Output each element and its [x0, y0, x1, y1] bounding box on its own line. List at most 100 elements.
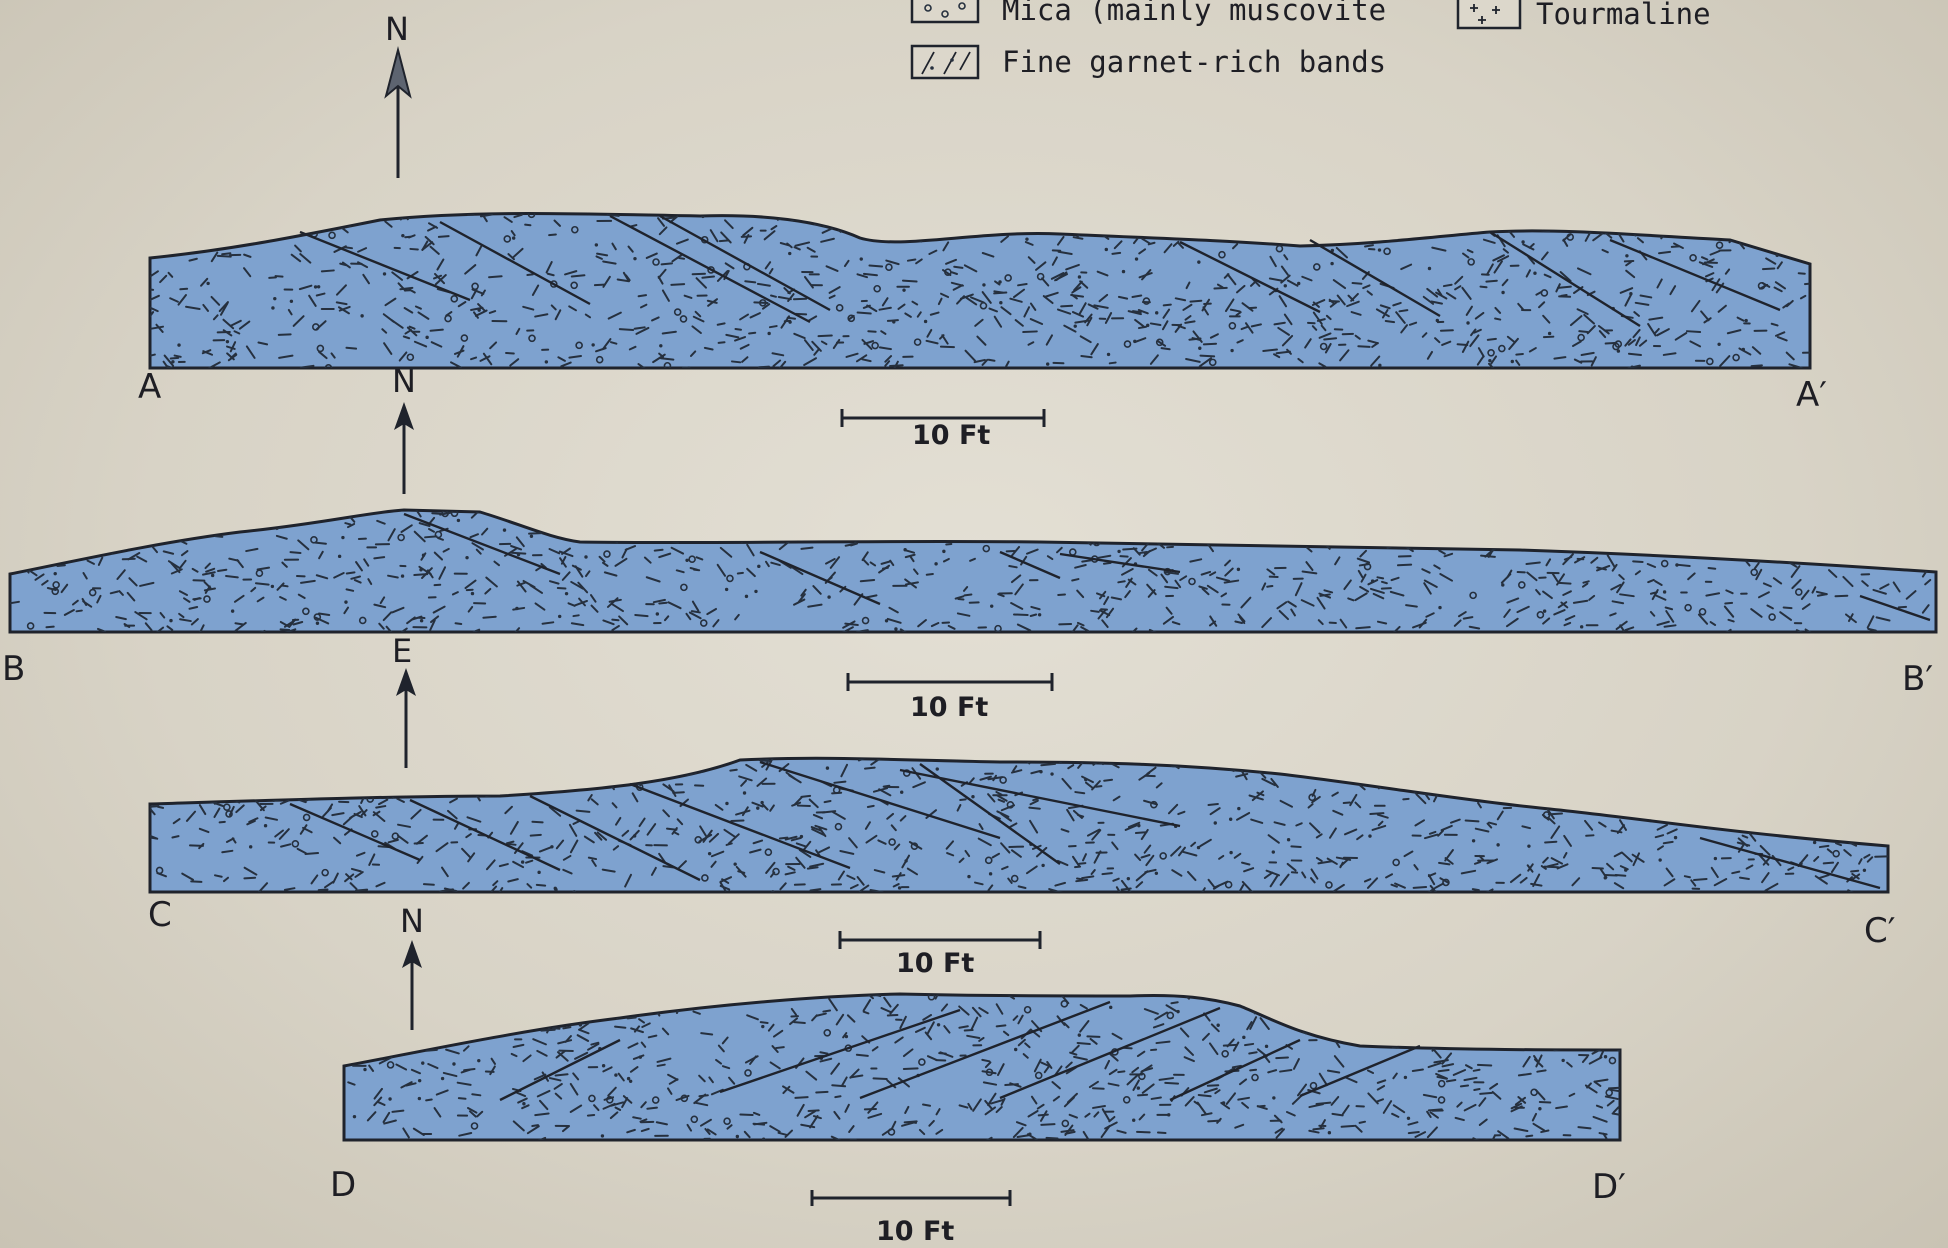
schist-texture-mark [549, 234, 556, 235]
schist-texture-mark [254, 780, 259, 785]
schist-texture-mark [508, 844, 516, 845]
schist-texture-mark [615, 755, 623, 762]
garnet-dot-mark [845, 1035, 848, 1038]
garnet-dot-mark [685, 559, 688, 562]
schist-texture-mark [1047, 1138, 1058, 1139]
schist-texture-mark [1211, 537, 1222, 539]
garnet-dot-mark [1472, 839, 1475, 842]
schist-texture-mark [46, 627, 53, 628]
schist-texture-mark [286, 218, 295, 222]
mica-ring-mark [1371, 510, 1377, 516]
schist-texture-mark [345, 247, 352, 248]
schist-texture-mark [1803, 835, 1813, 837]
garnet-dot-mark [942, 550, 945, 553]
schist-texture-mark [1613, 1113, 1619, 1114]
garnet-dot-mark [418, 1079, 421, 1082]
schist-texture-mark [1269, 213, 1280, 220]
garnet-dot-mark [1580, 625, 1583, 628]
garnet-dot-mark [1495, 213, 1498, 216]
garnet-dot-mark [989, 872, 992, 875]
schist-texture-mark [389, 997, 397, 1003]
schist-texture-mark [1721, 780, 1732, 787]
schist-texture-mark [456, 781, 463, 783]
schist-texture-mark [1372, 1037, 1380, 1038]
schist-texture-mark [998, 223, 1007, 224]
schist-texture-mark [1242, 531, 1252, 537]
schist-texture-mark [1914, 512, 1919, 519]
schist-texture-mark [512, 553, 526, 554]
schist-texture-mark [1040, 214, 1049, 222]
schist-texture-mark [1162, 348, 1170, 349]
schist-texture-mark [382, 1048, 392, 1053]
schist-texture-mark [1365, 245, 1373, 246]
schist-texture-mark [1409, 1004, 1420, 1005]
schist-texture-mark [167, 781, 179, 787]
garnet-dot-mark [1704, 769, 1707, 772]
schist-texture-mark [1504, 1005, 1512, 1015]
schist-texture-mark [1759, 519, 1764, 527]
section-start-label: A [138, 367, 161, 407]
schist-texture-mark [1655, 215, 1668, 220]
schist-texture-mark [1767, 546, 1771, 550]
garnet-dot-mark [903, 548, 906, 551]
schist-texture-mark [446, 764, 451, 773]
schist-texture-mark [531, 835, 541, 836]
schist-texture-mark [1701, 772, 1705, 777]
garnet-dot-mark [936, 767, 939, 770]
schist-texture-mark [890, 213, 898, 221]
schist-texture-mark [299, 219, 306, 228]
schist-texture-mark [837, 521, 842, 524]
schist-texture-mark [947, 220, 956, 222]
mica-ring-mark [1663, 526, 1669, 532]
schist-texture-mark [374, 1012, 378, 1015]
schist-texture-mark [1496, 1000, 1500, 1005]
schist-texture-mark [635, 615, 647, 616]
schist-texture-mark [572, 523, 580, 529]
schist-texture-mark [1648, 513, 1661, 516]
schist-texture-mark [929, 512, 937, 513]
schist-texture-mark [1385, 512, 1396, 519]
schist-texture-mark [244, 878, 255, 879]
schist-texture-mark [151, 756, 160, 763]
schist-texture-mark [1833, 796, 1842, 798]
schist-texture-mark [1417, 993, 1427, 997]
schist-texture-mark [1626, 526, 1630, 529]
schist-texture-mark [672, 756, 678, 762]
mica-ring-mark [1366, 1024, 1372, 1030]
schist-texture-mark [1473, 889, 1479, 890]
schist-texture-mark [671, 508, 677, 517]
schist-texture-mark [1382, 582, 1387, 583]
schist-texture-mark [1674, 813, 1681, 819]
schist-texture-mark [216, 229, 221, 238]
schist-texture-mark [1520, 526, 1526, 532]
schist-texture-mark [418, 996, 430, 998]
garnet-dot-mark [554, 887, 557, 890]
schist-texture-mark [434, 788, 442, 789]
schist-texture-mark [294, 214, 304, 219]
schist-texture-mark [719, 342, 725, 343]
garnet-dot-mark [264, 824, 267, 827]
schist-texture-mark [1528, 783, 1541, 785]
garnet-dot-mark [1272, 1096, 1275, 1099]
schist-texture-mark [1593, 868, 1603, 869]
schist-texture-mark [854, 528, 858, 534]
schist-texture-mark [1843, 811, 1854, 819]
schist-texture-mark [1102, 873, 1111, 874]
mica-ring-mark [1773, 791, 1779, 797]
schist-texture-mark [140, 508, 145, 516]
schist-texture-mark [315, 543, 325, 544]
schist-texture-mark [874, 1078, 887, 1079]
schist-texture-mark [513, 515, 523, 516]
schist-texture-mark [77, 611, 82, 612]
schist-texture-mark [256, 583, 269, 584]
schist-texture-mark [1204, 344, 1216, 345]
schist-texture-mark [1609, 1088, 1621, 1089]
schist-texture-mark [718, 323, 725, 324]
schist-texture-mark [1243, 514, 1249, 517]
schist-texture-mark [689, 767, 694, 770]
schist-texture-mark [1905, 550, 1918, 553]
schist-texture-mark [1609, 510, 1617, 517]
garnet-dot-mark [1642, 787, 1645, 790]
schist-texture-mark [156, 764, 162, 765]
schist-texture-mark [1893, 546, 1900, 549]
